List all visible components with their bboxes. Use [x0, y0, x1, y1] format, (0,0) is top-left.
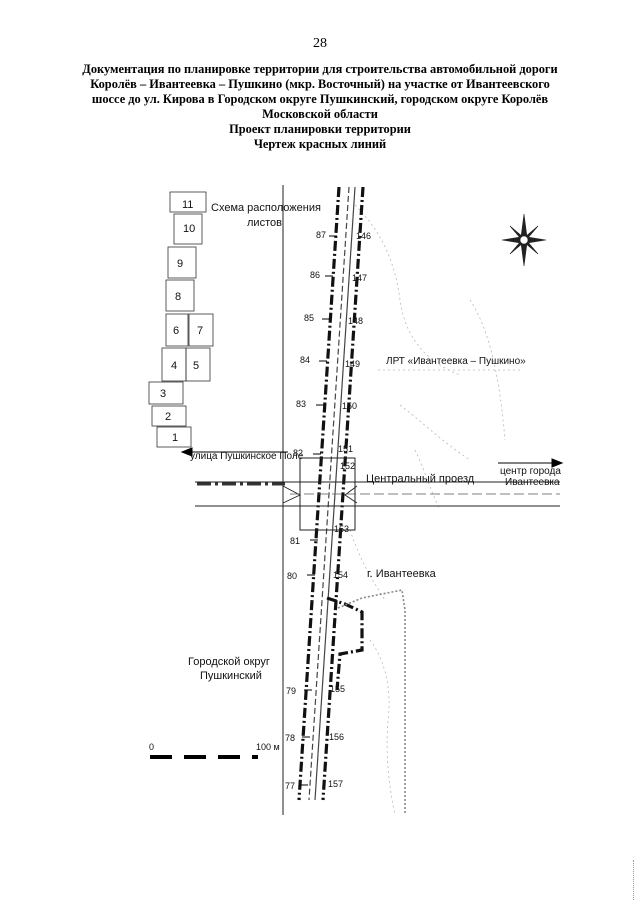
city-center-label: Ивантеевка [505, 477, 560, 488]
contour-line [349, 529, 386, 601]
header-line: шоссе до ул. Кирова в Городском округе П… [91, 92, 549, 106]
picket-label: 151 [338, 444, 353, 454]
lrt-label: ЛРТ «Ивантеевка – Пушкино» [386, 356, 526, 367]
street-label: улица Пушкинское Поле [190, 451, 304, 462]
central-passage-label: Центральный проезд [366, 473, 475, 485]
picket-label: 85 [304, 313, 314, 323]
district-boundary [337, 589, 406, 815]
boundary-line [337, 589, 406, 815]
compass-rose-icon [501, 213, 547, 267]
picket-label: 157 [328, 779, 343, 789]
sheet-number: 1 [172, 432, 178, 444]
picket-label: 77 [285, 781, 295, 791]
picket-label: 78 [285, 733, 295, 743]
sheet-number: 7 [197, 325, 203, 337]
header-line: Документация по планировке территории дл… [82, 62, 558, 76]
picket-label: 150 [342, 401, 357, 411]
sheet-scheme-title: Схема расположения [211, 202, 321, 214]
picket-label: 152 [340, 461, 355, 471]
pushkinsky-label: Пушкинский [200, 670, 262, 682]
contour-line [369, 639, 396, 816]
sheet-scheme-title: листов [247, 217, 282, 229]
picket-label: 87 [316, 230, 326, 240]
header-line: Королёв – Ивантеевка – Пушкино (мкр. Вос… [90, 77, 550, 91]
sheet-cell [173, 213, 203, 245]
sheet-number: 6 [173, 325, 179, 337]
terrain-contours [349, 204, 520, 816]
arrow-left-icon [180, 447, 193, 457]
arrows [180, 447, 564, 468]
track-rail [308, 186, 350, 801]
sheet-cell [188, 313, 214, 347]
sheet-number: 10 [183, 223, 195, 235]
picket-label: 82 [293, 448, 303, 458]
sheet-number: 2 [165, 411, 171, 423]
sheet-cell [165, 313, 189, 347]
picket-label: 86 [310, 270, 320, 280]
sheet-cell [167, 246, 197, 279]
sheet-number: 8 [175, 291, 181, 303]
picket-label: 84 [300, 355, 310, 365]
picket-ticks [300, 235, 337, 786]
sheet-scheme [148, 191, 214, 448]
city-center-label: центр города [500, 466, 561, 477]
sheet-number: 3 [160, 388, 166, 400]
road-junction [344, 485, 358, 504]
red-lines [297, 186, 365, 801]
contour-line [469, 299, 506, 441]
sheet-cell [169, 191, 207, 213]
picket-label: 83 [296, 399, 306, 409]
document-header: Документация по планировке территории дл… [80, 62, 560, 152]
ivanteevka-label: г. Ивантеевка [367, 568, 437, 580]
sheet-number: 5 [193, 360, 199, 372]
picket-label: 149 [345, 359, 360, 369]
sheet-number: 9 [177, 258, 183, 270]
sheet-cell [151, 405, 187, 427]
sheet-cell [148, 381, 184, 405]
left-pickets: 87 86 85 84 83 82 81 80 79 78 77 [285, 230, 326, 791]
header-line: Чертеж красных линий [253, 137, 387, 151]
track-rail [314, 186, 356, 801]
picket-label: 147 [352, 273, 367, 283]
sheet-number: 11 [182, 199, 193, 211]
picket-label: 146 [356, 231, 371, 241]
right-pickets: 146 147 148 149 150 151 152 153 154 155 … [328, 231, 371, 789]
picket-label: 148 [348, 316, 363, 326]
picket-label: 80 [287, 571, 297, 581]
contour-line [399, 404, 471, 461]
header-line: Проект планировки территории [229, 122, 411, 136]
sheet-cell [185, 347, 211, 382]
picket-label: 81 [290, 536, 300, 546]
road-junction [282, 485, 302, 504]
contour-line [414, 449, 441, 511]
compass-center [519, 235, 529, 245]
picket-label: 79 [286, 686, 296, 696]
contour-line [354, 204, 461, 376]
red-line-branch [326, 596, 364, 691]
sheet-cell [165, 279, 195, 312]
scale-start-label: 0 [149, 742, 154, 752]
picket-label: 154 [333, 570, 348, 580]
picket-label: 155 [330, 684, 345, 694]
red-line-left [297, 186, 341, 801]
scale-end-label: 100 м [256, 742, 280, 752]
lrt-track [308, 186, 356, 801]
picket-label: 156 [329, 732, 344, 742]
page-number: 28 [313, 36, 327, 51]
scale-bar: 0 100 м [149, 742, 280, 759]
scan-artifact [633, 860, 636, 900]
pushkinsky-label: Городской округ [188, 656, 270, 668]
sheet-cell [156, 426, 192, 448]
header-line: Московской области [262, 107, 378, 121]
red-line-right [321, 186, 365, 801]
sheet-number: 4 [171, 360, 177, 372]
picket-label: 153 [334, 524, 349, 534]
arrow-right-icon [551, 458, 564, 468]
sheet-numbers: 11 10 9 8 6 7 4 5 3 2 1 [160, 199, 203, 444]
